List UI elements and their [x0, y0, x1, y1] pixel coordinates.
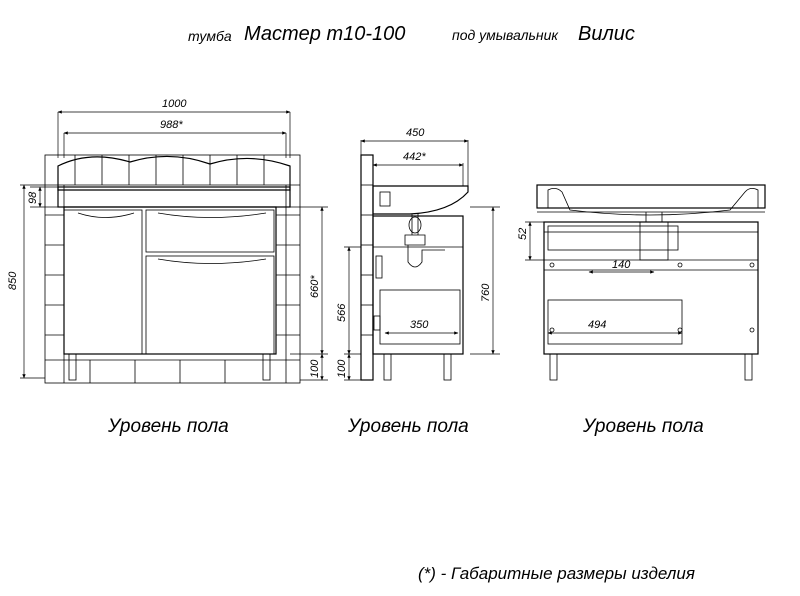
front-top-drawer — [145, 209, 275, 253]
side-siphon-pipe — [407, 245, 445, 268]
dim-sink-height: 98 — [27, 191, 39, 204]
back-pipe-block — [639, 221, 669, 261]
dim-depth-body: 442* — [403, 151, 426, 163]
title-model: Мастер т10-100 — [244, 23, 405, 45]
side-faucet-block — [379, 191, 391, 207]
floor-label-side: Уровень пола — [347, 416, 469, 437]
front-leg-right — [262, 353, 271, 381]
side-sink-bowl — [372, 185, 469, 215]
back-leg-left — [549, 353, 558, 381]
back-cabinet — [543, 221, 759, 355]
dim-body-height: 660* — [309, 275, 321, 298]
back-view: 52 140 494 Уровень пола — [517, 184, 766, 437]
front-left-door — [63, 209, 143, 355]
dim-inner-height: 566 — [336, 303, 348, 322]
dim-opening-140: 140 — [612, 259, 631, 271]
title-prefix: тумба — [188, 28, 232, 44]
dim-depth-total: 450 — [406, 127, 425, 139]
back-leg-right — [744, 353, 753, 381]
dim-drawer-depth: 350 — [410, 319, 429, 331]
dim-opening-494: 494 — [588, 319, 606, 331]
back-sink — [536, 184, 766, 209]
dim-leg-height-side: 100 — [336, 359, 348, 378]
front-bottom-handle — [157, 258, 267, 264]
front-cabinet-body — [63, 206, 277, 355]
side-drawer — [379, 289, 461, 345]
front-view: 1000 988* 850 98 660* 100 Уровень пола — [7, 98, 328, 437]
title-sink: Вилис — [578, 23, 635, 45]
dim-height-total: 850 — [7, 271, 19, 290]
dim-leg-height-front: 100 — [309, 359, 321, 378]
dim-body-height-side: 760 — [480, 283, 492, 302]
side-leg-left — [383, 353, 392, 381]
dim-width-total: 1000 — [162, 98, 187, 110]
title: тумба Мастер т10-100 под умывальник Вили… — [188, 23, 635, 45]
front-bottom-drawer — [145, 255, 275, 355]
title-middle: под умывальник — [452, 27, 559, 43]
dim-width-body: 988* — [160, 119, 183, 131]
dim-top-offset: 52 — [517, 228, 529, 240]
side-leg-right — [443, 353, 452, 381]
front-tile-wall — [44, 154, 301, 384]
side-siphon-top — [404, 214, 426, 246]
floor-label-front: Уровень пола — [107, 416, 229, 437]
front-leg-left — [68, 353, 77, 381]
floor-label-back: Уровень пола — [582, 416, 704, 437]
front-drawer-handle — [157, 212, 267, 218]
side-view: 450 442* 760 566 100 350 Уровень пола — [336, 127, 500, 437]
front-left-handle — [77, 212, 135, 218]
front-sink-top — [57, 155, 291, 191]
side-wall — [360, 154, 374, 381]
footnote: (*) - Габаритные размеры изделия — [418, 564, 695, 583]
